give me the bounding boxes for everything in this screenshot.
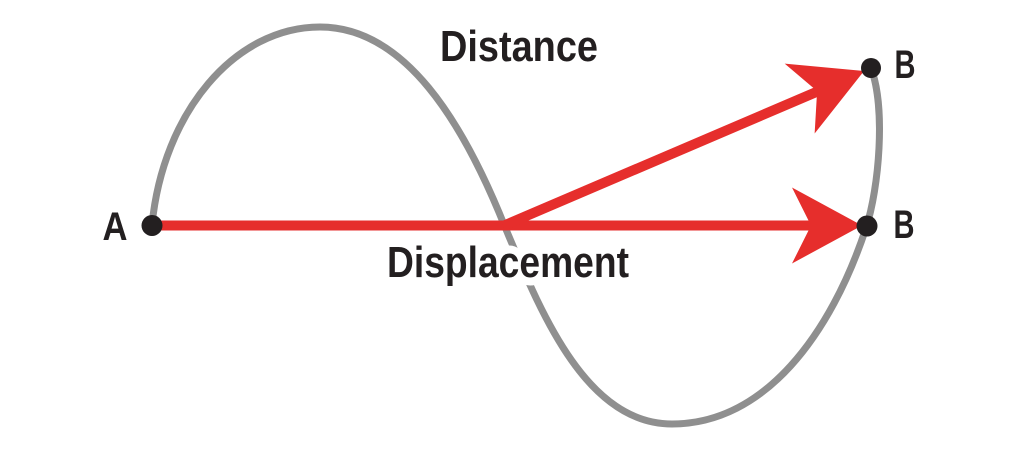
- point-b-mid-dot: [856, 215, 878, 237]
- displacement-arrowhead: [792, 187, 862, 264]
- displacement-arrow-diagonal: [501, 63, 864, 231]
- point-b-top-label: B: [895, 43, 916, 87]
- displacement-label: Displacement: [387, 238, 629, 287]
- diagonal-arrowhead: [784, 63, 864, 134]
- point-b-mid-label: B: [894, 203, 915, 247]
- point-a-dot: [141, 215, 163, 236]
- displacement-arrow-horizontal: [155, 187, 862, 264]
- point-b-top-dot: [861, 58, 881, 78]
- distance-label: Distance: [440, 22, 598, 71]
- diagonal-arrow-shaft: [501, 85, 823, 231]
- point-a-label: A: [103, 205, 128, 249]
